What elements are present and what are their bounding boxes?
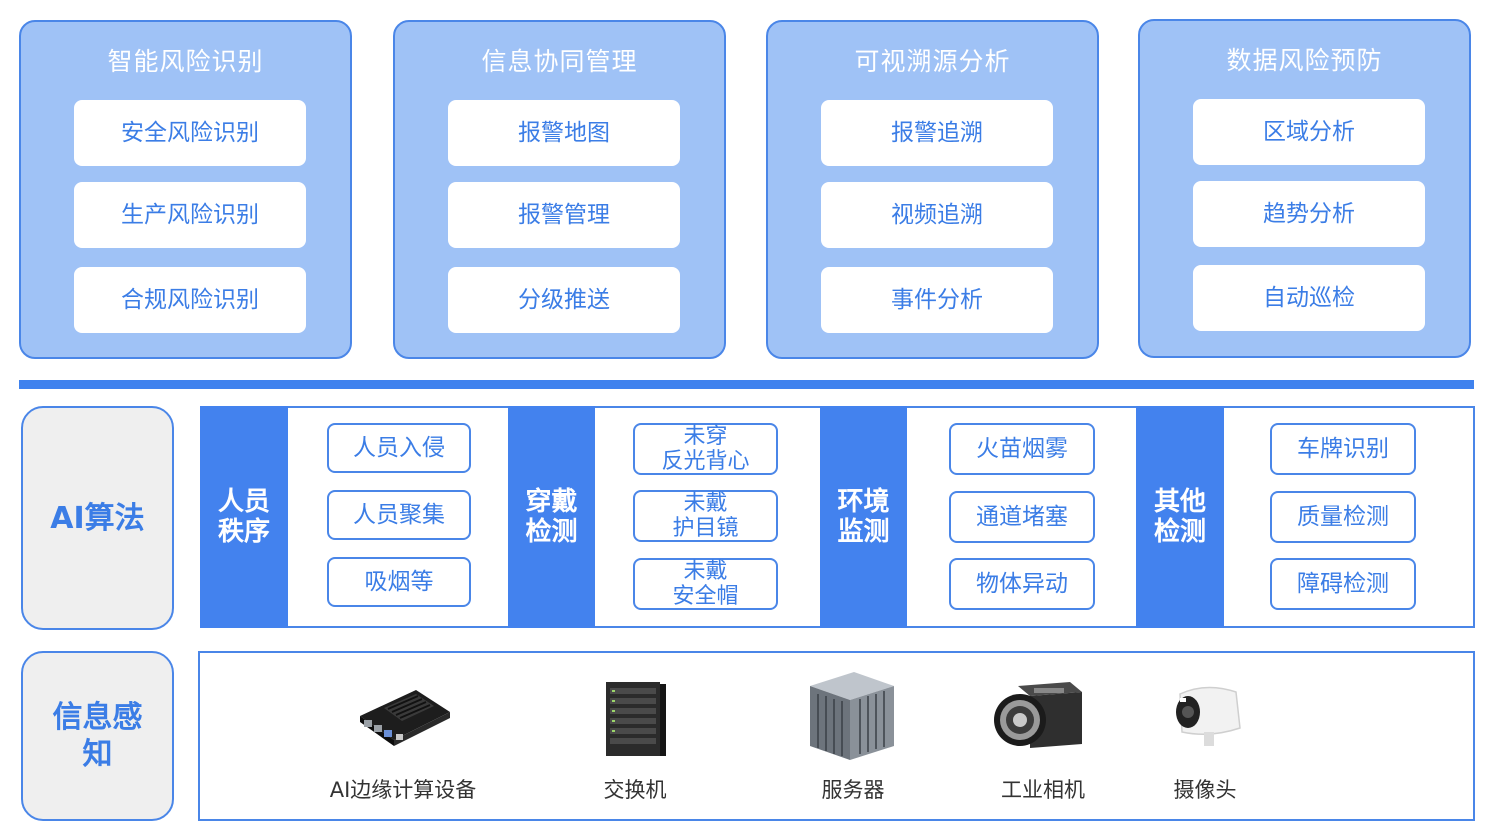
category-title-line2: 检测 <box>525 517 578 547</box>
feature-area-analysis[interactable]: 区域分析 <box>1193 99 1425 165</box>
panel-title: 数据风险预防 <box>1226 46 1383 75</box>
algo-item-label: 人员入侵 <box>353 434 445 461</box>
row-label-text: AI算法 <box>50 500 145 536</box>
feature-alarm-trace[interactable]: 报警追溯 <box>821 100 1053 166</box>
category-title-line2: 检测 <box>1153 517 1206 547</box>
bullet-camera-icon <box>1176 686 1241 746</box>
category-title-line1: 其他 <box>1153 487 1206 517</box>
edge-computing-board-icon <box>360 690 450 746</box>
feature-tiered-push[interactable]: 分级推送 <box>448 267 680 333</box>
device-bullet-camera: 摄像头 <box>1120 664 1290 804</box>
category-title-line1: 人员 <box>217 487 270 517</box>
panel-info-collaboration: 信息协同管理 报警地图 报警管理 分级推送 <box>393 20 726 359</box>
category-wearing-detection: 穿戴 检测 <box>508 406 595 628</box>
algo-obstacle-detection[interactable]: 障碍检测 <box>1270 558 1416 610</box>
algo-item-label: 质量检测 <box>1297 503 1389 530</box>
algo-item-line1: 未穿 <box>683 424 728 449</box>
algo-intrusion[interactable]: 人员入侵 <box>327 423 471 473</box>
feature-safety-risk[interactable]: 安全风险识别 <box>74 100 306 166</box>
algo-item-label: 吸烟等 <box>364 568 434 595</box>
device-switch: 交换机 <box>550 664 720 804</box>
row-label-line2: 知 <box>82 737 113 772</box>
algo-object-anomaly[interactable]: 物体异动 <box>949 558 1095 610</box>
category-other-detection: 其他 检测 <box>1136 406 1224 628</box>
feature-compliance-risk[interactable]: 合规风险识别 <box>74 267 306 333</box>
device-label: AI边缘计算设备 <box>329 778 477 802</box>
device-label: 交换机 <box>603 778 667 802</box>
row-label-ai-algorithm: AI算法 <box>21 406 174 630</box>
feature-alarm-map[interactable]: 报警地图 <box>448 100 680 166</box>
algo-item-line1: 未戴 <box>683 491 728 516</box>
algo-plate-recognition[interactable]: 车牌识别 <box>1270 423 1416 475</box>
algo-passage-blocked[interactable]: 通道堵塞 <box>949 491 1095 543</box>
layer-divider <box>19 380 1474 389</box>
category-environment-monitoring: 环境 监测 <box>820 406 907 628</box>
device-ai-edge: AI边缘计算设备 <box>318 664 488 804</box>
feature-production-risk[interactable]: 生产风险识别 <box>74 182 306 248</box>
server-rack-icon <box>810 672 894 760</box>
algo-item-label: 车牌识别 <box>1297 435 1389 462</box>
algo-item-line2: 安全帽 <box>672 584 739 609</box>
algo-no-helmet[interactable]: 未戴 安全帽 <box>633 558 778 610</box>
industrial-camera-icon <box>994 682 1082 748</box>
category-title-line2: 秩序 <box>217 517 270 547</box>
algo-no-vest[interactable]: 未穿 反光背心 <box>633 423 778 475</box>
category-title-line1: 穿戴 <box>525 487 578 517</box>
device-server: 服务器 <box>768 664 938 804</box>
category-personnel-order: 人员 秩序 <box>200 406 288 628</box>
algo-crowd[interactable]: 人员聚集 <box>327 490 471 540</box>
panel-title: 信息协同管理 <box>481 47 638 76</box>
algo-item-line2: 反光背心 <box>661 449 750 474</box>
algo-item-label: 通道堵塞 <box>976 503 1068 530</box>
algo-item-label: 物体异动 <box>976 570 1068 597</box>
algo-fire-smoke[interactable]: 火苗烟雾 <box>949 423 1095 475</box>
panel-visual-traceability: 可视溯源分析 报警追溯 视频追溯 事件分析 <box>766 20 1099 359</box>
panel-title: 智能风险识别 <box>107 47 264 76</box>
category-title-line2: 监测 <box>837 517 890 547</box>
algo-item-line2: 护目镜 <box>672 516 739 541</box>
feature-event-analysis[interactable]: 事件分析 <box>821 267 1053 333</box>
algo-quality-inspection[interactable]: 质量检测 <box>1270 491 1416 543</box>
row-label-perception: 信息感 知 <box>21 651 174 821</box>
panel-intelligent-risk-identification: 智能风险识别 安全风险识别 生产风险识别 合规风险识别 <box>19 20 352 359</box>
algo-smoking[interactable]: 吸烟等 <box>327 557 471 607</box>
row-label-line1: 信息感 <box>52 700 143 735</box>
device-label: 服务器 <box>821 778 885 802</box>
algo-item-label: 火苗烟雾 <box>976 435 1068 462</box>
algo-no-goggles[interactable]: 未戴 护目镜 <box>633 490 778 542</box>
network-switch-icon <box>606 682 666 756</box>
feature-trend-analysis[interactable]: 趋势分析 <box>1193 181 1425 247</box>
device-label: 工业相机 <box>1001 778 1085 802</box>
algo-item-line1: 未戴 <box>683 559 728 584</box>
feature-alarm-management[interactable]: 报警管理 <box>448 182 680 248</box>
feature-video-trace[interactable]: 视频追溯 <box>821 182 1053 248</box>
algo-item-label: 人员聚集 <box>353 501 445 528</box>
device-label: 摄像头 <box>1173 778 1237 802</box>
device-industrial-camera: 工业相机 <box>958 664 1128 804</box>
panel-title: 可视溯源分析 <box>854 47 1011 76</box>
feature-auto-inspection[interactable]: 自动巡检 <box>1193 265 1425 331</box>
panel-data-risk-prevention: 数据风险预防 区域分析 趋势分析 自动巡检 <box>1138 19 1471 358</box>
algo-item-label: 障碍检测 <box>1297 570 1389 597</box>
category-title-line1: 环境 <box>837 487 890 517</box>
